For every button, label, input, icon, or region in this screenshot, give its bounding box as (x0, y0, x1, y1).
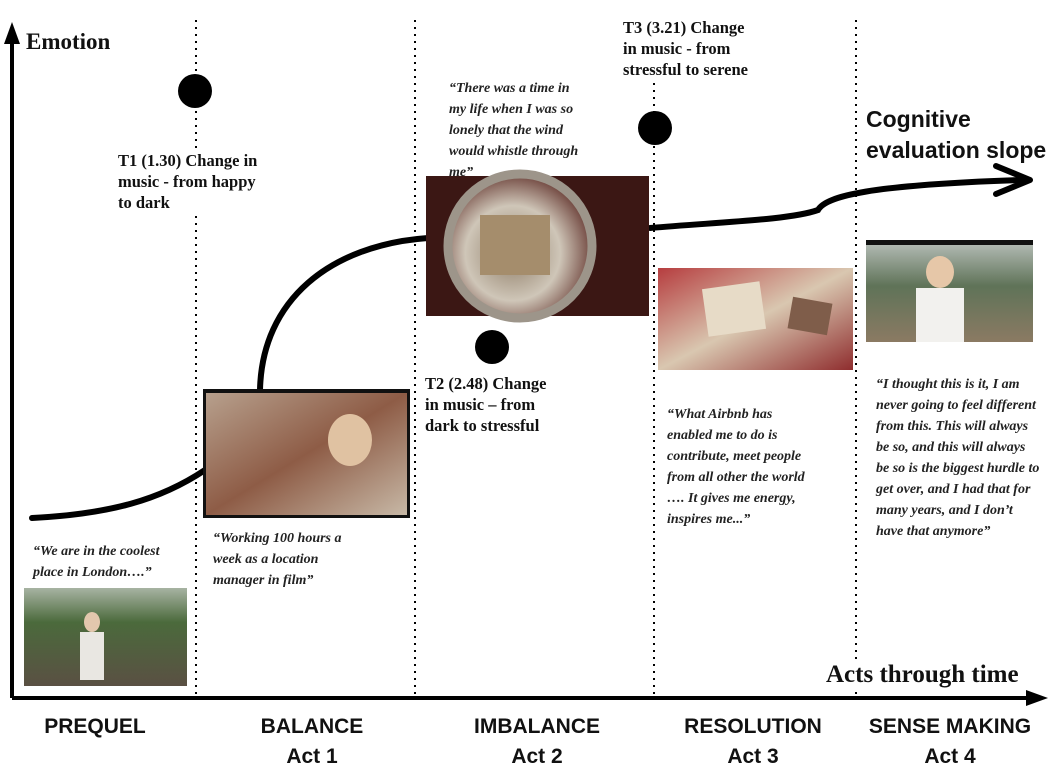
act1-photo (203, 389, 410, 518)
act3-photo (658, 268, 853, 370)
phase-sense-making: SENSE MAKING Act 4 (868, 715, 1032, 768)
t1-marker (178, 74, 212, 108)
y-axis-title: Emotion (26, 29, 111, 54)
y-axis-arrowhead (4, 22, 20, 44)
act1-quote: “Working 100 hours a week as a location … (213, 531, 342, 588)
phase-balance: BALANCE Act 1 (260, 715, 364, 768)
phase-resolution: RESOLUTION Act 3 (684, 715, 822, 768)
x-axis-arrowhead (1026, 690, 1048, 706)
act2-quote: “There was a time in my life when I was … (449, 81, 579, 180)
t1-label: T1 (1.30) Change in music - from happy t… (118, 150, 258, 213)
act2-photo (426, 169, 649, 323)
t3-marker (638, 111, 672, 145)
curve-label: Cognitive evaluation slope (866, 106, 1047, 163)
t2-marker (475, 330, 509, 364)
prequel-quote: “We are in the coolest place in London….… (33, 544, 160, 580)
act4-photo (866, 240, 1033, 342)
prequel-photo (24, 588, 187, 686)
evaluation-curve (29, 177, 1023, 521)
t2-label: T2 (2.48) Change in music – from dark to… (425, 373, 547, 436)
phase-imbalance: IMBALANCE Act 2 (474, 715, 600, 768)
phase-prequel: PREQUEL (44, 715, 146, 738)
curve-arrowhead (993, 163, 1033, 197)
x-axis-title: Acts through time (822, 661, 1023, 689)
act4-quote: “I thought this is it, I am never going … (876, 377, 1040, 539)
act3-quote: “What Airbnb has enabled me to do is con… (667, 407, 805, 527)
t3-label: T3 (3.21) Change in music - from stressf… (623, 17, 748, 80)
